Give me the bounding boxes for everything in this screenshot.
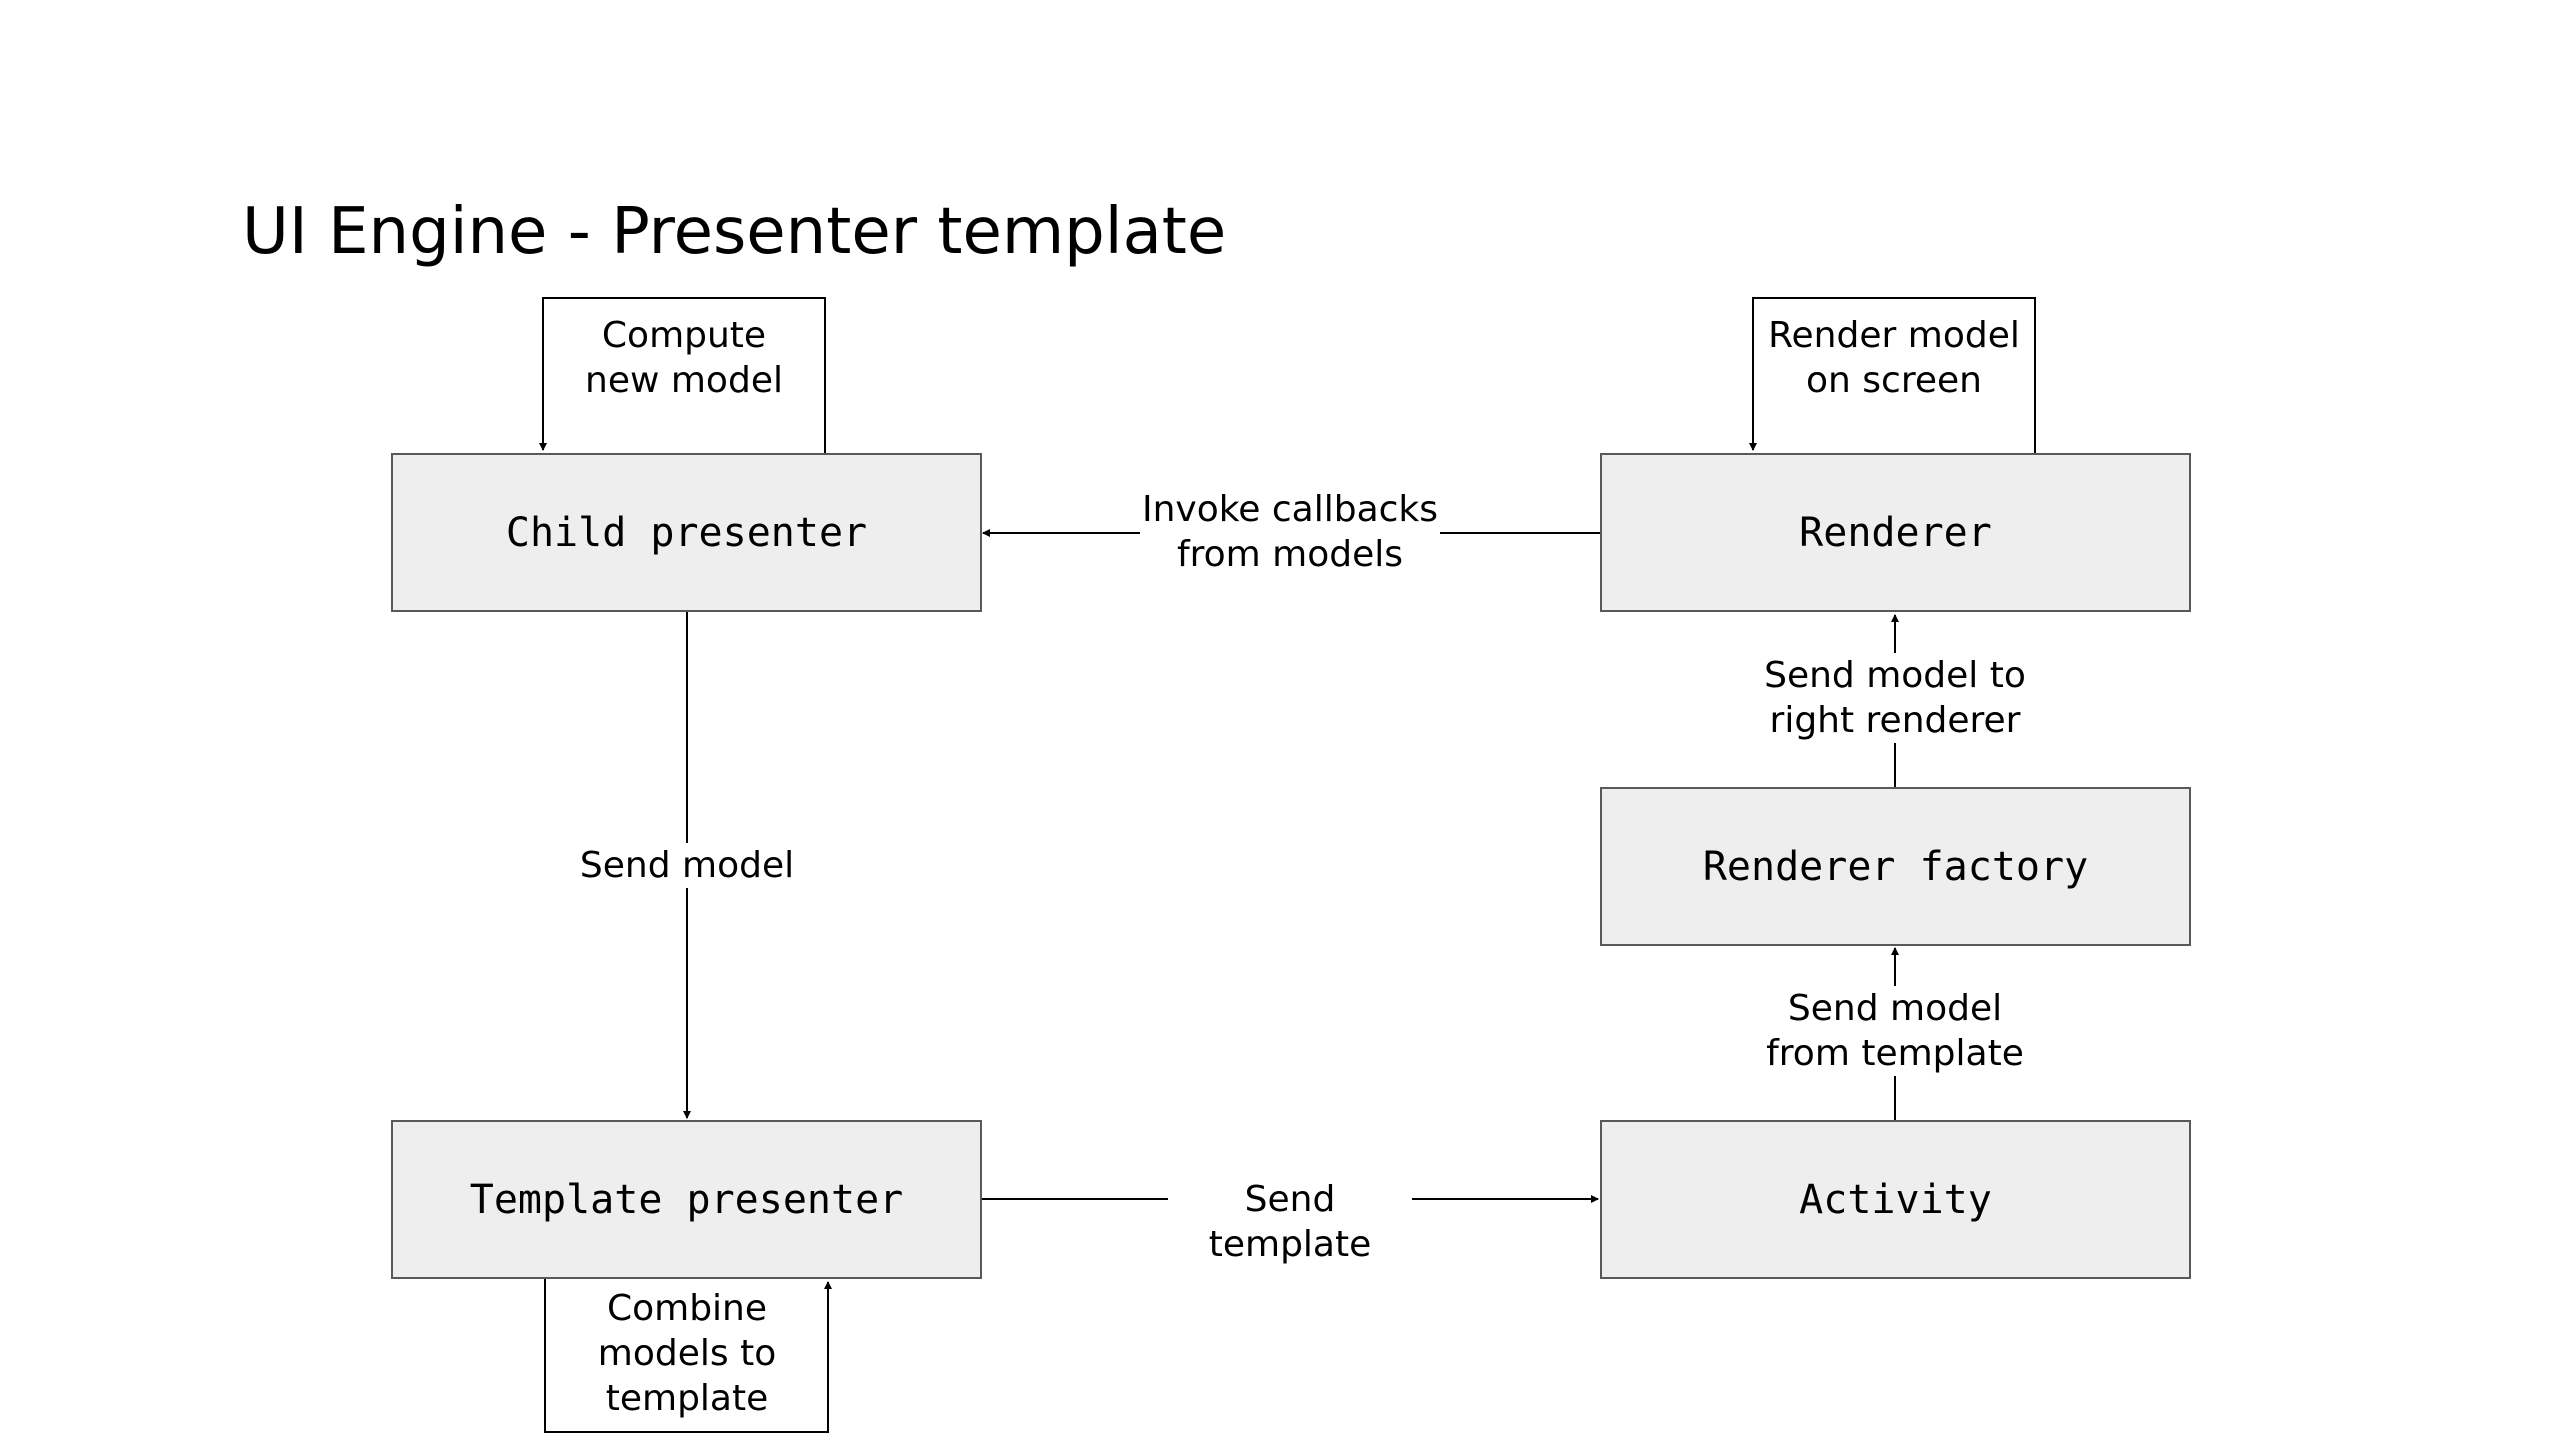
page-title: UI Engine - Presenter template	[242, 195, 1227, 269]
compute-new-model-label: Compute new model	[585, 315, 783, 401]
send-template-label: Send template	[1168, 1177, 1412, 1267]
render-model-on-screen-label: Render model on screen	[1768, 315, 2020, 401]
compute-new-model-arrow	[539, 297, 826, 453]
send-model-label: Send model	[577, 843, 797, 888]
combine-models-arrow	[544, 1278, 832, 1433]
combine-models-label: Combine models to template	[597, 1288, 777, 1419]
invoke-callbacks-label: Invoke callbacks from models	[1140, 487, 1440, 577]
template-presenter-node: Template presenter	[391, 1120, 982, 1279]
render-model-on-screen-arrow	[1749, 297, 2036, 453]
renderer-node: Renderer	[1600, 453, 2191, 612]
send-model-to-right-renderer-label: Send model to right renderer	[1755, 653, 2035, 743]
activity-node: Activity	[1600, 1120, 2191, 1279]
child-presenter-node: Child presenter	[391, 453, 982, 612]
send-model-from-template-label: Send model from template	[1765, 986, 2025, 1076]
renderer-factory-node: Renderer factory	[1600, 787, 2191, 946]
